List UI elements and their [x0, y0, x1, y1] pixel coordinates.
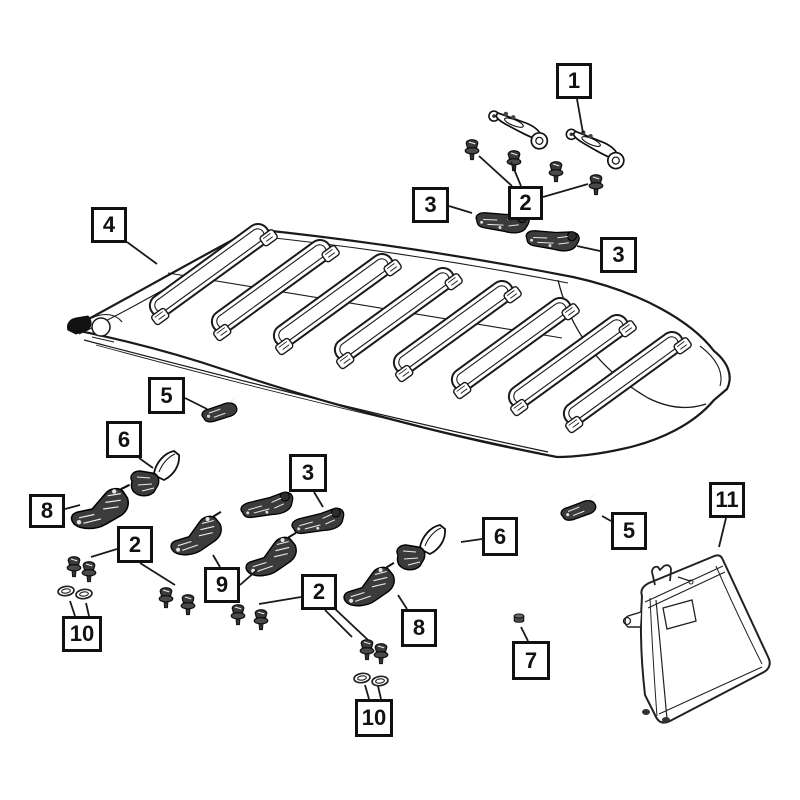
callout-number: 3: [301, 460, 315, 485]
callout-number: 9: [215, 572, 229, 597]
callout-box-10-12[interactable]: 10: [62, 616, 102, 652]
callout-box-2-11[interactable]: 2: [301, 574, 337, 610]
leader-line-2: [510, 161, 522, 187]
leader-lines: [64, 98, 727, 700]
leader-line-7: [520, 626, 529, 642]
callout-number: 7: [524, 647, 538, 673]
leader-line-3: [313, 491, 324, 508]
leader-line-10: [69, 600, 76, 617]
leader-line-2: [324, 609, 353, 638]
callout-number: 8: [40, 498, 54, 523]
callout-box-4-4[interactable]: 4: [91, 207, 127, 243]
callout-box-6-14[interactable]: 6: [482, 517, 518, 556]
leader-line-10: [377, 685, 382, 700]
callout-number: 3: [612, 242, 625, 267]
callout-number: 5: [160, 382, 173, 408]
leader-line-3: [448, 205, 473, 214]
leader-line-9: [212, 554, 221, 568]
leader-line-2: [542, 183, 589, 198]
callout-box-8-8[interactable]: 8: [29, 494, 65, 528]
leader-line-6: [460, 538, 483, 543]
callout-box-8-13[interactable]: 8: [401, 609, 437, 647]
callout-box-3-2[interactable]: 3: [412, 187, 449, 223]
leader-line-8: [397, 594, 408, 610]
storage-bag-drawing: [622, 554, 771, 724]
callout-box-10-18[interactable]: 10: [355, 699, 393, 737]
callout-number: 10: [361, 705, 387, 730]
leader-line-4: [126, 241, 158, 265]
nut-icon: [513, 613, 525, 623]
callout-box-5-5[interactable]: 5: [148, 377, 185, 414]
latch-handle-icon: [483, 107, 630, 172]
callout-box-9-10[interactable]: 9: [204, 567, 240, 603]
leader-line-11: [718, 517, 727, 548]
leader-line-5: [184, 397, 208, 410]
callout-number: 3: [424, 192, 437, 217]
leader-line-6: [138, 457, 154, 469]
leader-line-2: [90, 548, 118, 558]
callout-box-2-1[interactable]: 2: [508, 186, 543, 220]
roof-panel-drawing: [66, 216, 731, 459]
callout-box-3-3[interactable]: 3: [600, 237, 637, 273]
leader-line-10: [85, 602, 90, 617]
leader-line-8: [64, 504, 81, 510]
callout-box-11-16[interactable]: 11: [709, 482, 745, 518]
leader-line-2: [478, 155, 513, 187]
callout-number: 2: [519, 190, 532, 215]
leader-line-9: [239, 569, 258, 586]
leader-line-10: [364, 684, 370, 700]
callout-number: 8: [412, 615, 426, 640]
leader-line-3: [576, 245, 601, 252]
callout-number: 6: [493, 523, 507, 549]
callout-box-5-15[interactable]: 5: [611, 512, 647, 550]
callout-number: 2: [312, 579, 326, 604]
callout-number: 1: [567, 68, 581, 93]
leader-line-5: [601, 515, 612, 522]
leader-line-1: [576, 98, 584, 134]
callout-box-7-17[interactable]: 7: [512, 641, 550, 680]
callout-box-1-0[interactable]: 1: [556, 63, 592, 99]
leader-line-2: [332, 606, 369, 641]
leader-line-2: [258, 596, 302, 605]
callout-box-2-9[interactable]: 2: [117, 526, 153, 563]
leader-line-2: [139, 562, 176, 586]
callout-box-3-7[interactable]: 3: [289, 454, 327, 492]
callout-number: 10: [69, 621, 95, 646]
callout-box-6-6[interactable]: 6: [106, 421, 142, 458]
callout-number: 5: [622, 518, 636, 543]
callout-number: 2: [128, 531, 142, 557]
callout-number: 6: [117, 426, 131, 452]
callout-number: 4: [102, 212, 116, 237]
callout-number: 11: [715, 487, 739, 512]
